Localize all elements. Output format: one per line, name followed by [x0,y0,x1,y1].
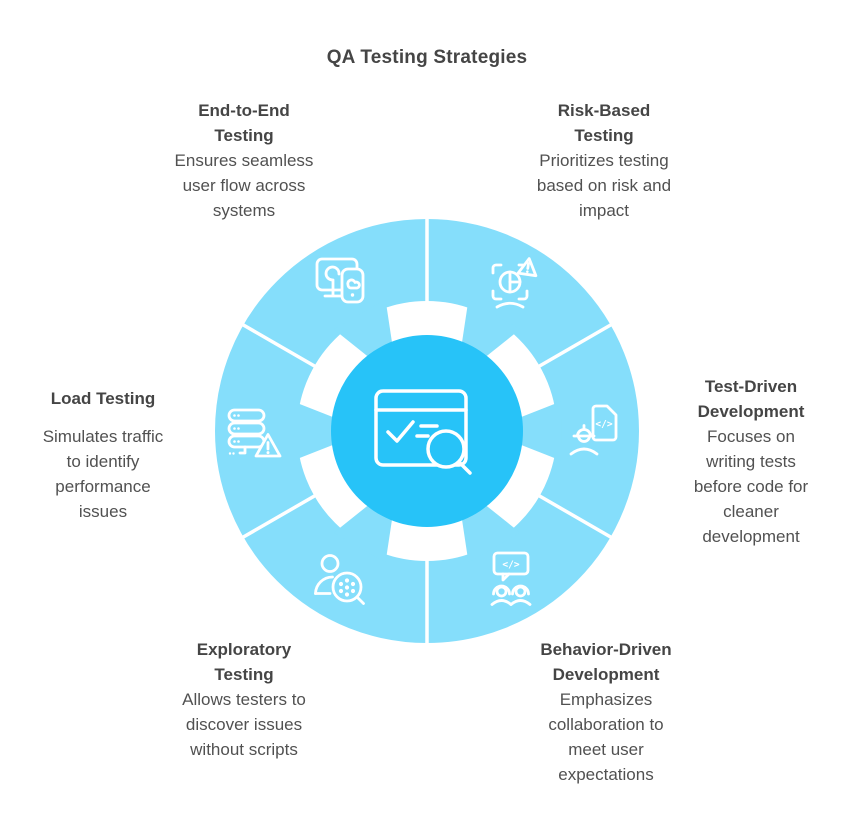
segment-title: Load Testing [50,389,156,408]
code-chat-team-icon: </> [490,551,532,606]
segment-divider [239,321,319,370]
wheel-spoke [333,299,393,359]
engineer-code-doc-icon: </> [569,404,618,456]
wheel-spoke [518,401,562,461]
page-title: QA Testing Strategies [326,47,528,68]
tester-magnifier-icon [314,554,365,605]
wheel-spoke [461,503,521,563]
cross-platform-icon [315,257,365,304]
globe-warning-icon [491,257,538,309]
wheel-spoke [292,401,336,461]
code-glyph: </> [502,560,519,571]
segment-divider [239,492,319,541]
browser-test-search-icon [374,389,472,475]
segment-divider [535,492,615,541]
wheel-spoke [461,299,521,359]
code-glyph: </> [595,419,612,430]
wheel-spoke [333,503,393,563]
segment-divider [535,321,615,370]
center-hub-circle [331,335,523,527]
server-warning-icon [227,408,282,458]
